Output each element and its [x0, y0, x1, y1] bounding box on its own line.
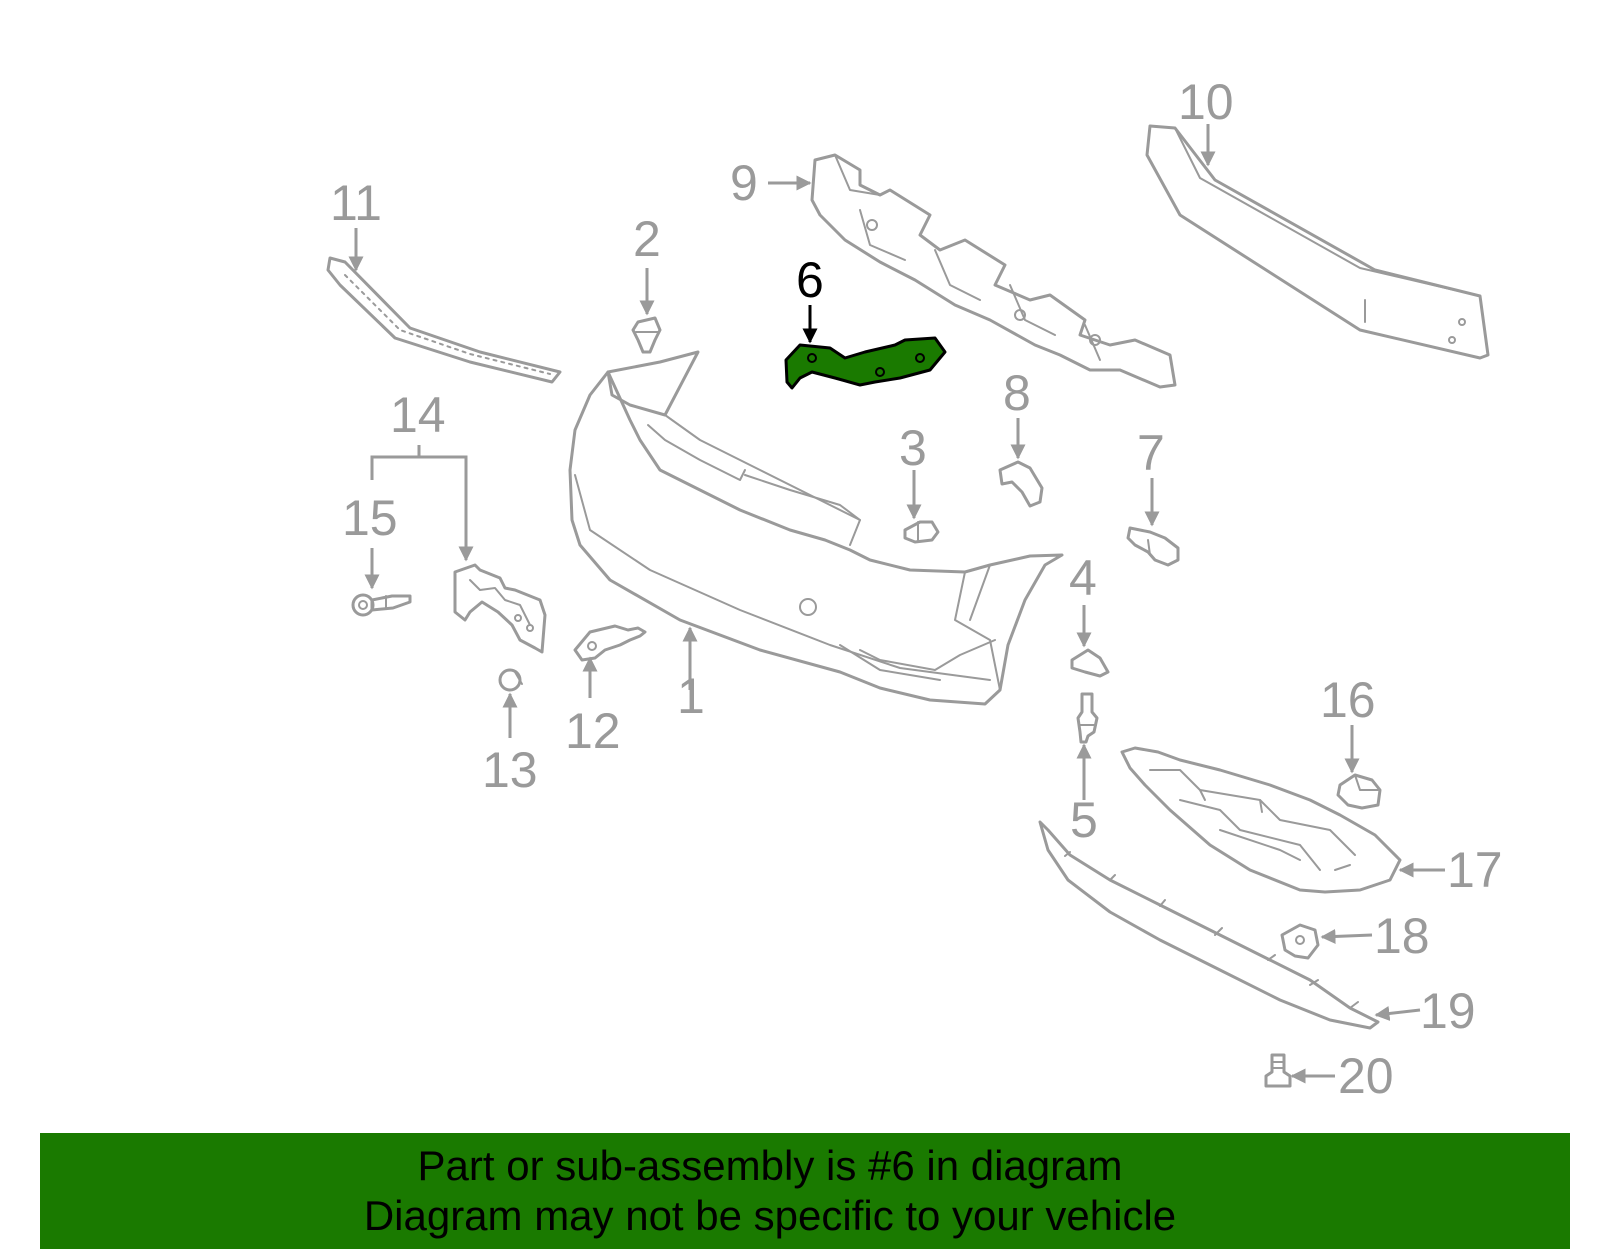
callout-8: 8 — [1003, 365, 1031, 421]
part-12-lamp-mount — [573, 624, 647, 662]
part-11-molding — [326, 256, 562, 384]
callout-4: 4 — [1069, 550, 1097, 606]
callout-19: 19 — [1420, 983, 1476, 1039]
callout-1: 1 — [677, 668, 705, 724]
callout-12: 12 — [565, 703, 621, 759]
callout-18: 18 — [1374, 908, 1430, 964]
part-13-plug — [498, 668, 523, 692]
part-9-energy-absorber — [810, 153, 1177, 389]
callout-20: 20 — [1338, 1048, 1394, 1104]
part-3-clip — [903, 520, 940, 544]
part-19-spoiler — [1038, 820, 1380, 1030]
part-4-cap — [1070, 648, 1110, 678]
callout-15: 15 — [342, 490, 398, 546]
part-6-bracket-highlighted — [784, 336, 947, 390]
callout-6-highlighted: 6 — [796, 252, 824, 308]
banner-line-2: Diagram may not be specific to your vehi… — [363, 1192, 1177, 1239]
callout-5: 5 — [1070, 792, 1098, 848]
callout-3: 3 — [899, 420, 927, 476]
part-14-bracket — [453, 563, 547, 654]
part-10-reinforcement — [1145, 124, 1490, 360]
part-18-nut — [1280, 923, 1320, 960]
callout-7: 7 — [1137, 425, 1165, 481]
callout-16: 16 — [1320, 672, 1376, 728]
callout-2: 2 — [633, 211, 661, 267]
callout-17: 17 — [1447, 842, 1503, 898]
callout-10: 10 — [1178, 74, 1234, 130]
callout-14: 14 — [390, 387, 446, 443]
callout-9: 9 — [730, 155, 758, 211]
part-2-clip — [631, 316, 662, 354]
banner-line-1: Part or sub-assembly is #6 in diagram — [417, 1142, 1123, 1189]
callout-13: 13 — [482, 742, 538, 798]
part-17-under-cover — [1120, 746, 1402, 894]
callout-11: 11 — [330, 175, 382, 231]
info-banner: Part or sub-assembly is #6 in diagram Di… — [40, 1133, 1570, 1249]
part-8-spacer — [998, 460, 1044, 508]
callout-labels: 1 2 3 4 5 6 7 8 9 10 11 12 13 14 15 16 1… — [330, 74, 1503, 1104]
part-20-bolt — [1264, 1053, 1292, 1088]
part-1-bumper-cover — [568, 350, 1064, 706]
part-16-clip — [1336, 773, 1382, 810]
leader-lines — [348, 124, 1445, 1084]
part-5-bolt — [1076, 692, 1099, 744]
part-15-screw — [351, 593, 412, 617]
part-7-socket — [1126, 526, 1180, 567]
